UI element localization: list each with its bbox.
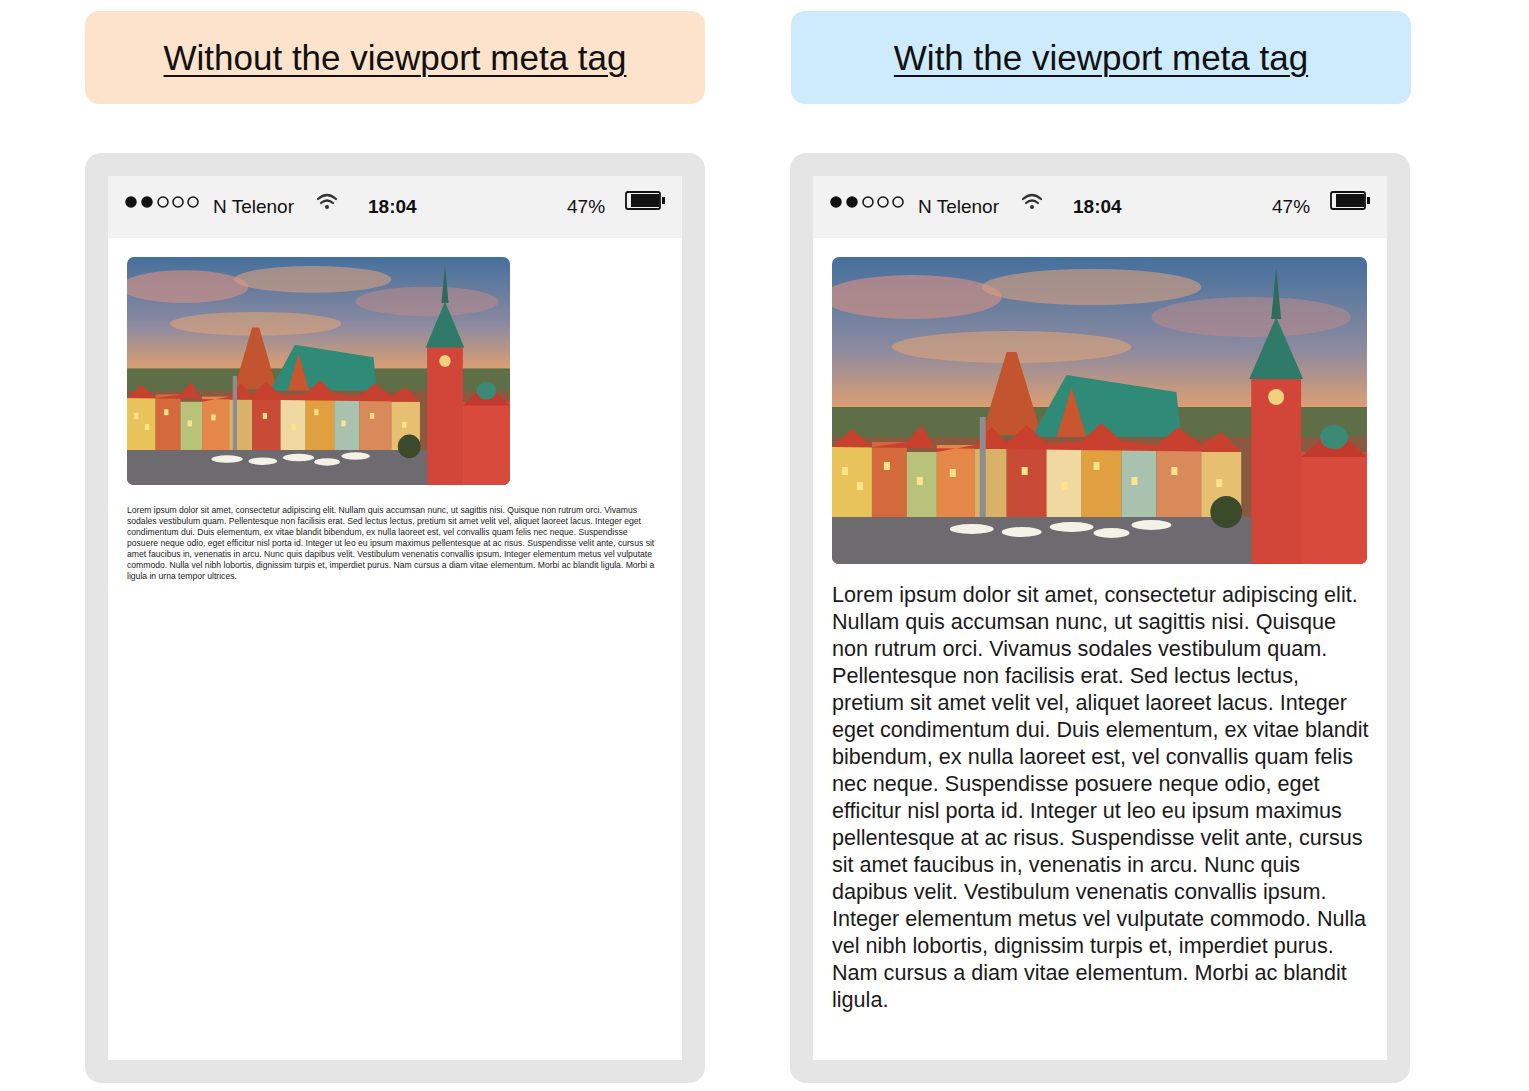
status-bar: N Telenor 18:04 47% — [813, 176, 1387, 238]
status-text: 18:04 — [368, 196, 417, 218]
body-text: Lorem ipsum dolor sit amet, consectetur … — [127, 505, 659, 582]
body-text: Lorem ipsum dolor sit amet, consectetur … — [832, 581, 1369, 1013]
phone-frame: Lorem ipsum dolor sit amet, consectetur … — [85, 153, 705, 1083]
phone-frame: Lorem ipsum dolor sit amet, consectetur … — [790, 153, 1410, 1083]
heading-box: With the viewport meta tag — [791, 11, 1411, 104]
heading-text: Without the viewport meta tag — [164, 38, 627, 78]
heading-box: Without the viewport meta tag — [85, 11, 705, 104]
status-text: 18:04 — [1073, 196, 1122, 218]
heading-text: With the viewport meta tag — [894, 38, 1308, 78]
status-text: N Telenor — [918, 196, 999, 218]
status-text: 47% — [1272, 196, 1310, 218]
status-text: 47% — [567, 196, 605, 218]
status-bar: N Telenor 18:04 47% — [108, 176, 682, 238]
status-text: N Telenor — [213, 196, 294, 218]
